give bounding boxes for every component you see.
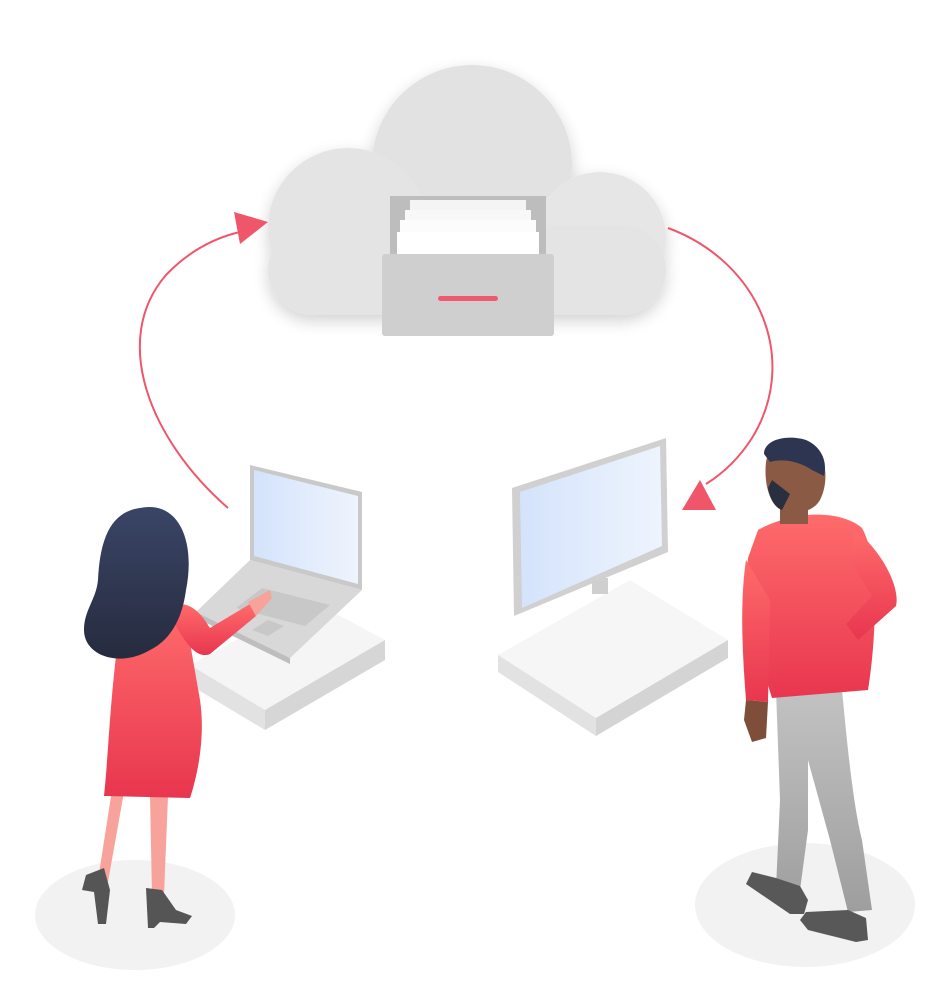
woman-figure [82, 506, 272, 928]
man-figure [742, 437, 897, 942]
laptop-icon [190, 465, 385, 730]
woman-ground-shadow [35, 860, 235, 970]
arrow-up-icon [138, 212, 268, 509]
arrow-down-icon [667, 227, 774, 510]
file-drawer-icon [382, 196, 554, 336]
monitor-icon [498, 438, 728, 736]
